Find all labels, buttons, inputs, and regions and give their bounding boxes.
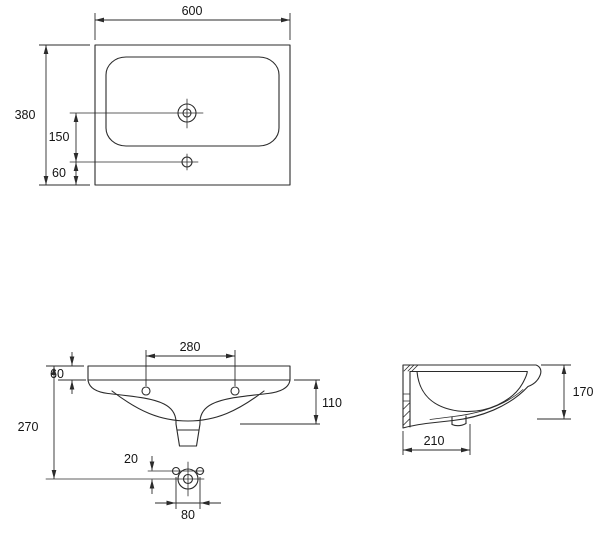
side-view-section-hatching xyxy=(403,365,418,426)
dimension-top-width: 600 xyxy=(94,4,291,40)
hatch-line xyxy=(407,365,414,372)
top-view-drain-symbol xyxy=(69,98,204,129)
bolt-hole-right xyxy=(195,466,205,476)
fixing-hole-left xyxy=(141,386,151,396)
dimension-label-front-height: 170 xyxy=(573,385,594,399)
top-view-tap-hole-symbol xyxy=(69,153,199,171)
dimension-bolt-spacing: 80 xyxy=(155,477,221,522)
dimension-label-bolt-spacing: 80 xyxy=(181,508,195,522)
dimension-fixing-hole-spacing: 280 xyxy=(145,340,236,386)
front-view-underside-outline xyxy=(87,379,291,447)
side-view-wall-thickness-line xyxy=(429,389,524,420)
dimension-top-depth: 380 xyxy=(15,44,90,186)
front-view-rim-band xyxy=(87,365,291,381)
dimension-label-depth: 380 xyxy=(15,108,36,122)
side-view-drain-section xyxy=(451,415,467,427)
drain-outer-circle xyxy=(177,103,197,123)
drain-flange-inner-circle xyxy=(182,473,194,485)
dimension-base-depth: 210 xyxy=(402,424,471,455)
bolt-hole-left xyxy=(171,466,181,476)
dimension-label-bowl-depth: 110 xyxy=(322,396,342,410)
dimension-bowl-depth: 110 xyxy=(240,379,342,425)
tap-hole-circle xyxy=(181,156,193,168)
hatch-line xyxy=(403,365,410,372)
side-view: 210 170 xyxy=(402,364,594,455)
front-view-drain-flange xyxy=(45,461,205,497)
hatch-line xyxy=(403,410,410,418)
dimension-label-tap-to-front: 60 xyxy=(52,166,66,180)
dimension-rim-height: 60 xyxy=(50,352,86,394)
dimension-label-rim-height: 60 xyxy=(50,367,64,381)
dimension-bolt-offset: 20 xyxy=(124,452,155,494)
hatch-line xyxy=(403,418,410,426)
hatch-line xyxy=(411,365,418,372)
top-view-rim-outline xyxy=(94,44,291,186)
dimension-tap-to-front: 60 xyxy=(52,162,79,185)
dimension-label-hole-spacing: 280 xyxy=(180,340,201,354)
dimension-drain-to-tap: 150 xyxy=(49,113,79,162)
dimension-label-overall-height: 270 xyxy=(18,420,39,434)
dimension-label-bolt-offset: 20 xyxy=(124,452,138,466)
dimension-overall-height: 270 xyxy=(18,365,84,479)
fixing-hole-right xyxy=(230,386,240,396)
hatch-line xyxy=(403,402,410,410)
dimension-label-drain-to-tap: 150 xyxy=(49,130,70,144)
drain-section-bottom xyxy=(451,422,467,427)
top-view: 600 380 150 60 xyxy=(15,4,291,186)
side-view-profile-outline xyxy=(402,364,542,429)
dimension-front-height: 170 xyxy=(537,364,594,420)
top-view-bowl-edge xyxy=(105,56,280,147)
drain-inner-circle xyxy=(182,108,192,118)
dimension-label-width: 600 xyxy=(182,4,203,18)
drain-flange-outer-circle xyxy=(177,468,199,490)
front-view: 280 60 110 270 xyxy=(18,340,342,522)
dimension-label-base-depth: 210 xyxy=(424,434,445,448)
front-view-bowl-curve xyxy=(111,390,265,422)
